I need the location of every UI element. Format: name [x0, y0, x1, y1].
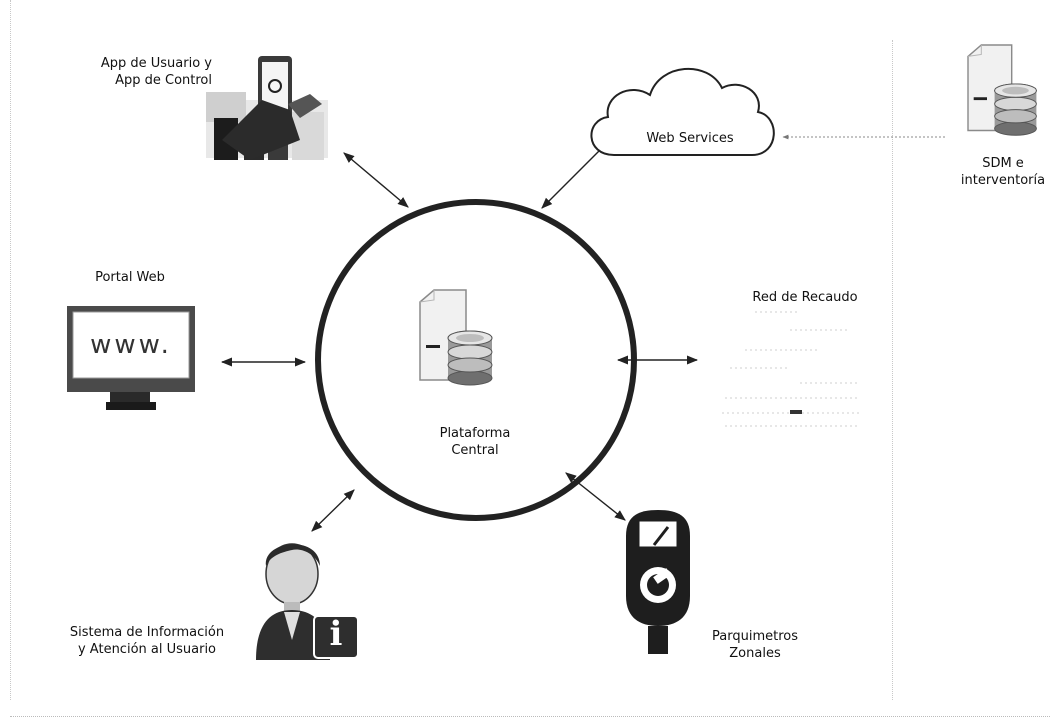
- parquimetros-connector: [565, 472, 626, 521]
- web-services-label: Web Services: [646, 131, 734, 146]
- parquimetros-label: Parquimetros Zonales: [700, 628, 810, 662]
- payment-network-graphic: [722, 311, 860, 427]
- smartphone-city-icon: [206, 56, 328, 160]
- cloud-icon: [590, 67, 775, 156]
- database-server-icon: [967, 44, 1038, 136]
- sistema-connector: [311, 489, 355, 532]
- portal-label: Portal Web: [95, 270, 165, 285]
- scan-edge-right: [892, 40, 893, 700]
- app-label-line2: App de Control: [115, 73, 212, 88]
- sdm-label-line1: SDM e: [982, 156, 1024, 171]
- platform-label: Plataforma Central: [390, 425, 560, 459]
- recaudo-mark: [790, 410, 802, 414]
- platform-label-line2: Central: [451, 443, 499, 458]
- recaudo-label: Red de Recaudo: [752, 290, 858, 305]
- app-label: App de Usuario y App de Control: [52, 55, 212, 89]
- sistema-label: Sistema de Información y Atención al Usu…: [52, 624, 242, 658]
- sdm-label: SDM e interventoría: [944, 155, 1062, 189]
- parquimetros-label-line1: Parquimetros: [712, 629, 798, 644]
- sistema-label-line1: Sistema de Información: [69, 625, 225, 640]
- sistema-label-line2: y Atención al Usuario: [77, 642, 217, 657]
- scan-edge-bottom: [10, 716, 1050, 717]
- app-label-line1: App de Usuario y: [100, 56, 212, 71]
- parking-meter-icon: [626, 510, 690, 654]
- app-connector: [343, 152, 409, 208]
- parquimetros-label-line2: Zonales: [729, 646, 781, 661]
- sdm-label-line2: interventoría: [960, 173, 1046, 188]
- portal-screen-text: www.: [90, 330, 172, 360]
- platform-label-line1: Plataforma: [439, 426, 511, 441]
- database-server-icon: [419, 289, 493, 386]
- computer-monitor-icon: [67, 306, 195, 410]
- scan-edge-left: [10, 0, 11, 700]
- user-info-icon: [256, 543, 359, 660]
- info-badge-glyph: i: [329, 614, 343, 654]
